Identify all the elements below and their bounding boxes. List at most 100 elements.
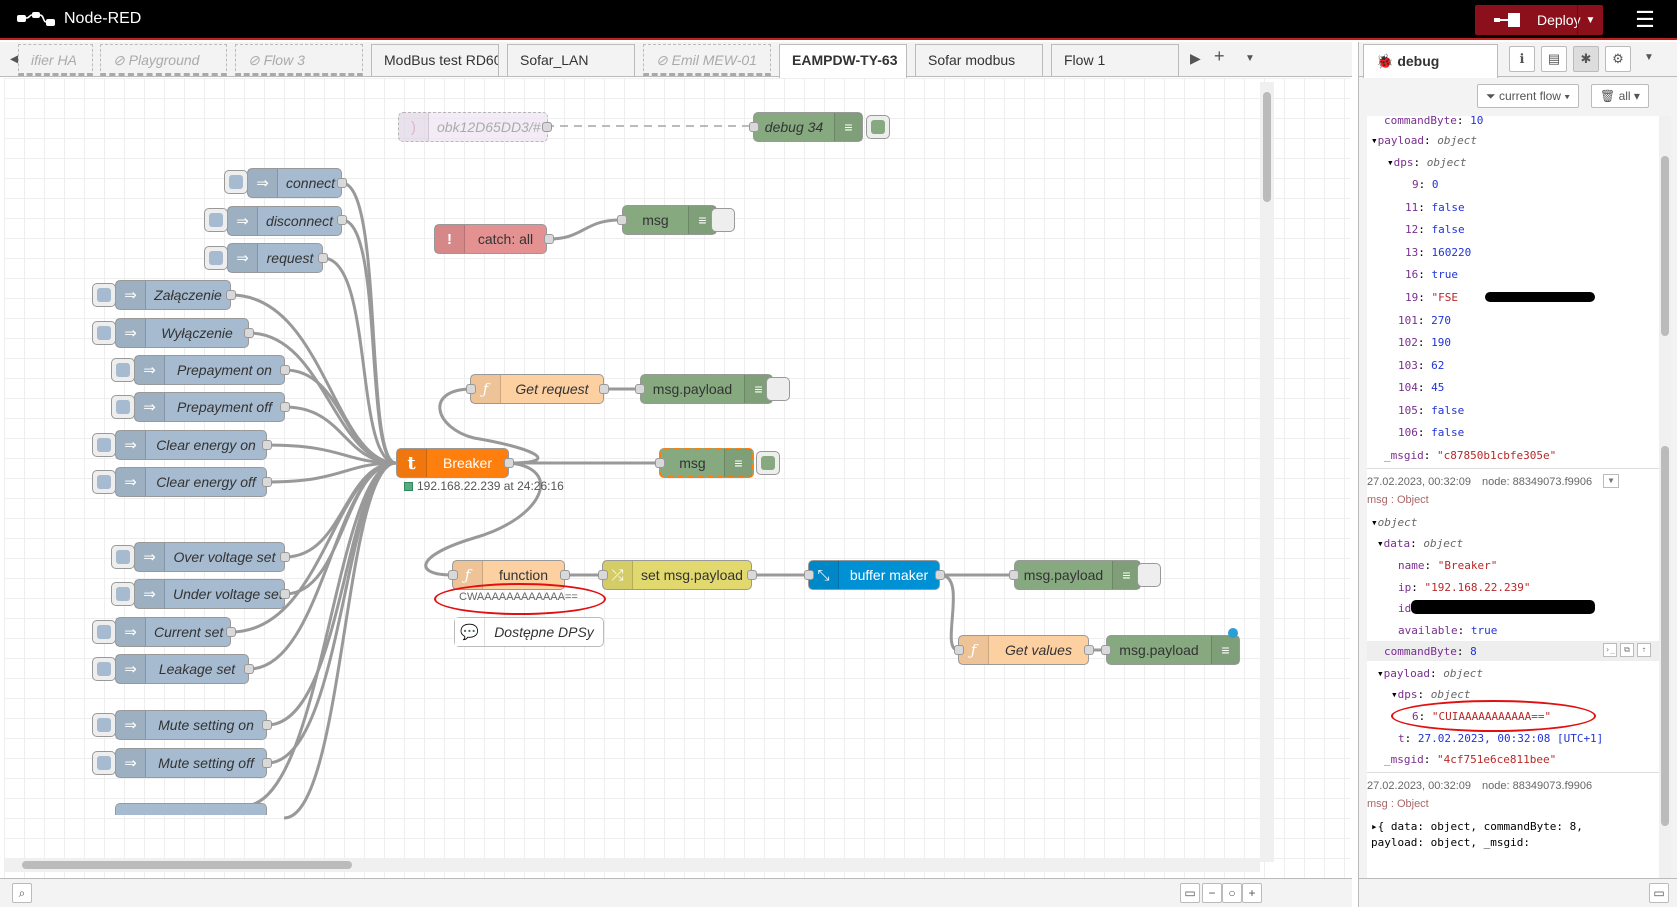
tab-modbus-test[interactable]: ModBus test RD600 [371,44,499,76]
inject-trigger-button[interactable] [92,321,116,345]
inject-trigger-button[interactable] [111,395,135,419]
comment-node[interactable]: 💬Dostępne DPSy [454,617,604,647]
sidebar-menu-caret-icon[interactable]: ▼ [1644,52,1654,63]
inject-prepayment-off-node[interactable]: ⇒Prepayment off [134,392,285,422]
deploy-menu-caret-icon[interactable]: ▼ [1577,5,1603,35]
copy-path-icon[interactable]: ›_ [1603,643,1617,657]
pin-icon[interactable]: ⇡ [1637,643,1651,657]
inject-trigger-button[interactable] [92,713,116,737]
inject-trigger-button[interactable] [92,751,116,775]
inject-clear-energy-off-node[interactable]: ⇒Clear energy off [115,467,267,497]
breaker-debug-node[interactable]: msg≡ [659,448,754,478]
tab-eampdw-ty-63[interactable]: EAMPDW-TY-63 [779,44,907,78]
msg-node-id[interactable]: node: 88349073.f9906 [1482,476,1593,488]
search-icon[interactable]: ⌕ [12,883,32,903]
tab-playground[interactable]: ⊘ Playground [100,44,227,76]
scroll-thumb[interactable] [22,861,352,869]
output-port[interactable] [337,178,347,188]
inject-over-voltage-node[interactable]: ⇒Over voltage set [134,542,285,572]
output-port[interactable] [542,122,552,132]
inject-disconnect-node[interactable]: ⇒disconnect [227,206,342,236]
buffer-debug-node[interactable]: msg.payload≡ [1014,560,1141,590]
debug-toggle-button[interactable] [756,451,780,475]
flow-list-caret-icon[interactable]: ▼ [1245,53,1255,64]
output-port[interactable] [747,570,757,580]
open-in-window-icon[interactable]: ▭ [1649,883,1669,903]
tab-sofar-modbus[interactable]: Sofar modbus [915,44,1043,76]
inject-connect-node[interactable]: ⇒connect [247,168,342,198]
output-port[interactable] [244,664,254,674]
inject-prepayment-on-node[interactable]: ⇒Prepayment on [134,355,285,385]
book-icon[interactable]: ▤ [1541,46,1567,72]
debug-toggle-button[interactable] [711,208,735,232]
output-port[interactable] [280,402,290,412]
tab-ifier-ha[interactable]: ifier HA [18,44,93,76]
inject-request-node[interactable]: ⇒request [227,243,323,273]
output-port[interactable] [935,570,945,580]
inject-trigger-button[interactable] [92,620,116,644]
main-menu-icon[interactable]: ☰ [1635,7,1655,32]
debug-toggle-button[interactable] [1137,563,1161,587]
inject-trigger-button[interactable] [111,358,135,382]
msg-line[interactable]: ▾payload: object [1377,667,1483,680]
add-flow-icon[interactable]: + [1214,46,1225,66]
inject-current-set-node[interactable]: ⇒Current set [115,617,231,647]
buffer-maker-node[interactable]: ⤡buffer maker [808,560,940,590]
flow-canvas[interactable]: ) obk12D65DD3/# debug 34 ≡ ! catch: all … [4,78,1350,878]
output-port[interactable] [262,440,272,450]
inject-mute-off-node[interactable]: ⇒Mute setting off [115,748,267,778]
inject-trigger-button[interactable] [111,545,135,569]
canvas-vertical-scrollbar[interactable] [1260,82,1274,862]
inject-trigger-button[interactable] [204,246,228,270]
inject-partial-node[interactable] [115,803,267,815]
output-port[interactable] [544,234,554,244]
input-port[interactable] [655,458,665,468]
input-port[interactable] [448,570,458,580]
output-port[interactable] [337,215,347,225]
output-port[interactable] [262,720,272,730]
inject-clear-energy-on-node[interactable]: ⇒Clear energy on [115,430,267,460]
output-port[interactable] [504,458,514,468]
inject-zalaczenie-node[interactable]: ⇒Załączenie [115,280,231,310]
tab-sofar-lan[interactable]: Sofar_LAN [507,44,635,76]
input-port[interactable] [954,645,964,655]
tab-flow-1[interactable]: Flow 1 [1051,44,1179,76]
canvas-horizontal-scrollbar[interactable] [4,858,1260,872]
input-port[interactable] [466,384,476,394]
tab-debug[interactable]: 🐞 debug [1363,44,1498,78]
sidebar-scrollbar[interactable] [1659,116,1671,894]
debug-message-list[interactable]: commandByte: 10 ▾payload: object ▾dps: o… [1367,116,1659,894]
scroll-thumb[interactable] [1661,446,1669,826]
clear-all-button[interactable]: 🗑 all ▾ [1591,84,1649,108]
input-port[interactable] [1101,645,1111,655]
inject-trigger-button[interactable] [92,470,116,494]
scroll-thumb[interactable] [1263,92,1271,202]
msg-line[interactable]: ▾object [1371,516,1418,529]
msg-line[interactable]: ▾dps: object [1391,688,1471,701]
output-port[interactable] [599,384,609,394]
catch-debug-node[interactable]: msg ≡ [622,205,717,235]
debug-34-node[interactable]: debug 34 ≡ [753,112,863,142]
gear-icon[interactable]: ⚙ [1605,46,1631,72]
output-port[interactable] [280,365,290,375]
output-port[interactable] [262,758,272,768]
scroll-tabs-left-icon[interactable]: ◀ [10,50,21,66]
input-port[interactable] [598,570,608,580]
zoom-out-icon[interactable]: − [1202,883,1222,903]
msg-line[interactable]: ▾dps: object [1387,156,1467,169]
message-menu-caret-icon[interactable]: ▼ [1603,474,1619,488]
get-request-debug-node[interactable]: msg.payload≡ [640,374,773,404]
output-port[interactable] [262,477,272,487]
tab-flow-3[interactable]: ⊘ Flow 3 [235,44,363,76]
inject-leakage-set-node[interactable]: ⇒Leakage set [115,654,249,684]
inject-trigger-button[interactable] [111,582,135,606]
get-values-debug-node[interactable]: msg.payload≡ [1106,635,1240,665]
scroll-thumb[interactable] [1661,156,1669,336]
output-port[interactable] [560,570,570,580]
output-port[interactable] [318,253,328,263]
input-port[interactable] [617,215,627,225]
output-port[interactable] [244,328,254,338]
